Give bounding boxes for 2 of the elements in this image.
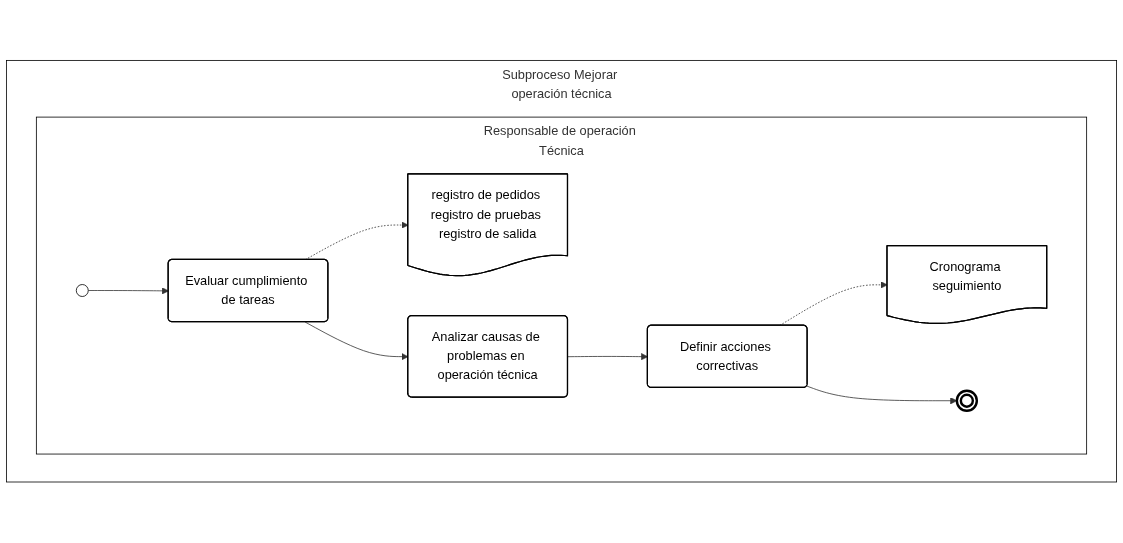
node-circle bbox=[75, 284, 89, 298]
node-circle bbox=[955, 389, 979, 413]
